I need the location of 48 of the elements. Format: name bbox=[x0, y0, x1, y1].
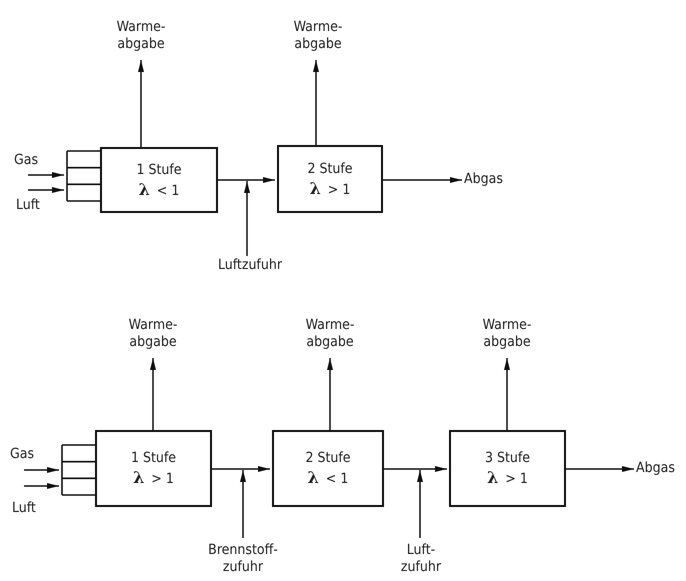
arrow bbox=[138, 60, 144, 147]
stage-box bbox=[100, 147, 218, 213]
flow-label: Luft bbox=[16, 197, 40, 215]
flow-label: Abgas bbox=[636, 460, 675, 478]
arrow bbox=[240, 470, 246, 538]
flow-label: Gas bbox=[10, 446, 34, 464]
flow-label: Warme- abgabe bbox=[116, 18, 166, 54]
arrow bbox=[24, 483, 59, 489]
lambda-value: λ < 1 bbox=[138, 180, 180, 198]
arrow bbox=[313, 60, 319, 145]
stage-title: 3 Stufe bbox=[484, 450, 530, 466]
stage-box bbox=[277, 145, 383, 213]
burner-manifold bbox=[61, 444, 95, 496]
stage-box bbox=[449, 430, 566, 507]
lambda-value: λ > 1 bbox=[310, 178, 350, 198]
arrow bbox=[327, 358, 333, 430]
arrow bbox=[384, 466, 447, 472]
flow-label: Gas bbox=[14, 152, 38, 170]
stage-title: 1 Stufe bbox=[136, 162, 182, 178]
arrow bbox=[218, 177, 275, 183]
arrow bbox=[212, 466, 270, 472]
stage-title: 2 Stufe bbox=[305, 450, 351, 466]
arrow bbox=[417, 470, 423, 538]
flow-label: Warme- abgabe bbox=[128, 316, 178, 352]
flow-label: Warme- abgabe bbox=[482, 316, 532, 352]
stage-title: 1 Stufe bbox=[130, 450, 176, 466]
flow-label: Luft bbox=[12, 500, 36, 518]
flow-label: Warme- abgabe bbox=[292, 18, 344, 54]
arrow bbox=[383, 177, 462, 183]
arrow bbox=[244, 181, 250, 256]
flow-label: Warme- abgabe bbox=[304, 316, 356, 352]
arrow bbox=[28, 187, 64, 193]
flow-label: Luftzufuhr bbox=[218, 257, 282, 275]
stage-box bbox=[272, 430, 384, 507]
arrow bbox=[566, 466, 634, 472]
flow-label: Brennstoff- zufuhr bbox=[207, 542, 279, 576]
arrow bbox=[150, 358, 156, 430]
flow-label: Abgas bbox=[464, 171, 503, 189]
flow-label: Luft- zufuhr bbox=[400, 542, 442, 576]
lambda-value: λ < 1 bbox=[308, 468, 348, 487]
lambda-value: λ > 1 bbox=[487, 468, 528, 487]
stage-box bbox=[95, 430, 212, 507]
arrow bbox=[24, 467, 59, 473]
arrow bbox=[504, 358, 510, 430]
arrow bbox=[28, 172, 64, 178]
burner-manifold bbox=[66, 150, 100, 202]
stage-title: 2 Stufe bbox=[307, 160, 353, 176]
lambda-value: λ > 1 bbox=[133, 468, 174, 487]
